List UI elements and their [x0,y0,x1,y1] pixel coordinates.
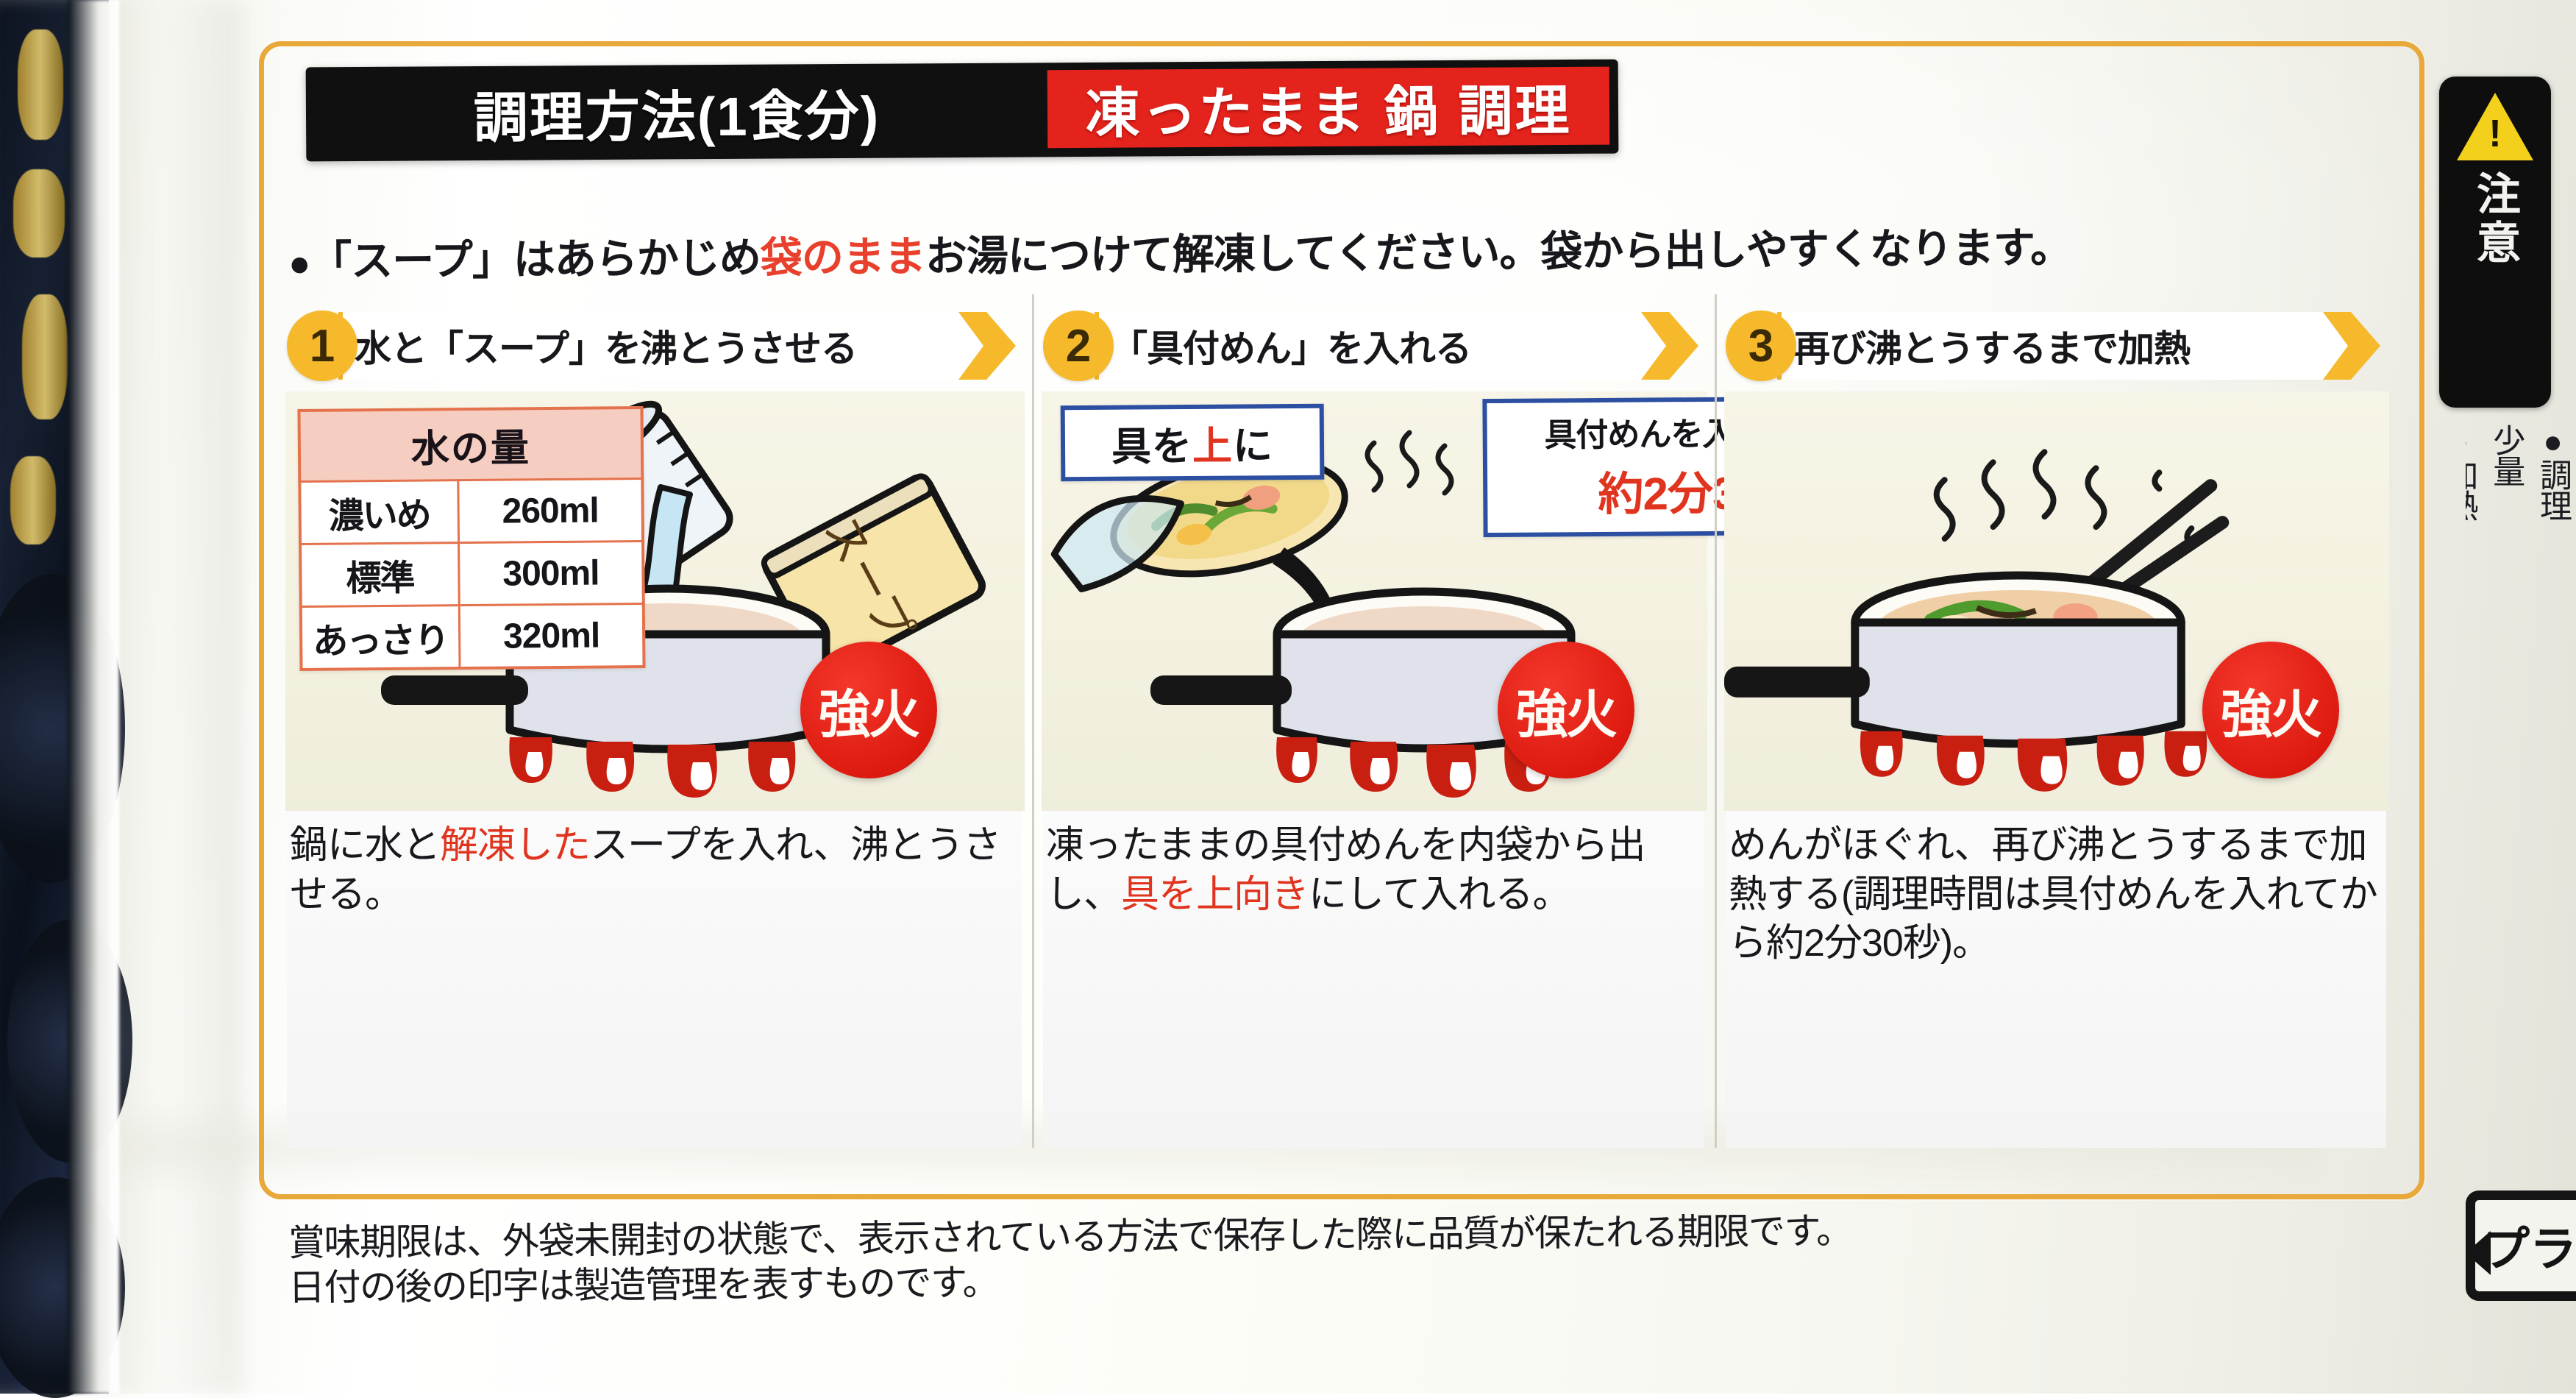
step-3-high-heat-badge: 強火 [2202,642,2339,778]
step-2-banner: 「具付めん」を入れる [1095,312,1698,380]
water-amount-table: 水の量 濃いめ 260ml 標準 300ml あっさり 320ml [297,405,646,672]
table-row: 標準 300ml [300,541,644,607]
instructions-title-bar: 調理方法(1食分) 凍ったまま 鍋 調理 [305,59,1619,162]
step-1-body-before: 鍋に水と [290,824,441,867]
warning-triangle-icon [2457,93,2533,160]
water-row-1-value: 300ml [458,541,644,606]
right-note-2: 少量 [2488,424,2525,486]
steps-container: 1 水と「スープ」を沸とうさせる [278,294,2397,1148]
step-2-body-after: にして入れる。 [1309,873,1570,916]
step-3-heading: 再び沸とうするまで加熱 [1782,312,2348,380]
note-gu-after: に [1232,424,1274,469]
step-1-header: 1 水と「スープ」を沸とうさせる [287,308,1016,384]
step-3-header: 3 再び沸とうするまで加熱 [1726,308,2380,384]
plastic-recycle-icon: プラ [2466,1191,2576,1301]
caution-label: 注意 [2470,171,2520,268]
water-row-0-value: 260ml [458,478,644,543]
step-2-high-heat-badge: 強火 [1498,642,1634,778]
step-1: 1 水と「スープ」を沸とうさせる [278,294,1032,1148]
water-row-2-label: あっさり [300,605,460,670]
bullet-icon: ● [288,242,310,284]
subtitle-before: 「スープ」はあらかじめ [310,234,761,285]
note-gu-highlight: 上 [1192,424,1234,469]
cooking-instructions-panel [259,41,2424,1199]
subtitle-after: お湯につけて解凍してください。袋から出しやすくなります。 [925,224,2072,281]
step-2-heading: 「具付めん」を入れる [1099,312,1666,380]
water-row-0-label: 濃いめ [299,480,459,544]
right-note-3: ●加熱 [2466,424,2477,520]
table-row: 濃いめ 260ml [299,478,644,544]
subtitle-highlight: 袋のまま [760,233,926,282]
water-table-header-row: 水の量 [299,407,643,482]
step-3-drawing [1724,449,2230,792]
step-2-description: 凍ったままの具付めんを内袋から出し、具を上向きにして入れる。 [1043,811,1704,1148]
recycle-label: プラ [2483,1223,2576,1276]
expiry-footer: 賞味期限は、外袋未開封の状態で、表示されている方法で保存した際に品質が保たれる期… [288,1210,2407,1309]
step-3-number: 3 [1726,311,1796,381]
step-3-body-before: めんがほぐれ、再び沸とうするまで加熱する(調理時間は具付めんを入れてから約2分3… [1729,824,2378,965]
step-3-description: めんがほぐれ、再び沸とうするまで加熱する(調理時間は具付めんを入れてから約2分3… [1726,811,2386,1148]
right-note-1: ●調理 [2535,424,2571,520]
step-2-number: 2 [1043,311,1114,381]
step-2-body-highlight: 具を上向き [1121,873,1309,916]
water-row-1-label: 標準 [300,542,460,607]
note-gu-before: 具を [1111,425,1193,469]
step-1-heading: 水と「スープ」を沸とうさせる [343,312,983,380]
package-left-fold-highlight [68,0,119,1394]
table-row: あっさり 320ml [300,603,644,670]
title-method-label: 調理方法(1食分) [473,85,880,149]
step-1-body-after: スープを入れ、沸とうさせる。 [290,824,1001,916]
step-1-high-heat-badge: 強火 [800,642,937,778]
step-2-header: 2 「具付めん」を入れる [1043,308,1698,384]
step-1-body-highlight: 解凍した [440,824,591,867]
step-3-banner: 再び沸とうするまで加熱 [1777,312,2380,380]
topping-up-note: 具を上に [1060,403,1325,482]
step-2: 2 「具付めん」を入れる [1032,294,1922,1148]
step-1-number: 1 [287,311,357,381]
recycle-arrow-icon [2475,1231,2491,1275]
step-1-description: 鍋に水と解凍したスープを入れ、沸とうさせる。 [287,811,1022,1148]
caution-badge: 注意 [2439,77,2551,408]
title-frozen-pot-label: 凍ったまま 鍋 調理 [1047,66,1610,149]
step-3-illustration: 強火 [1724,391,2389,811]
water-table-header: 水の量 [299,407,643,482]
step-3: 3 再び沸とうするまで加熱 [1715,294,2397,1148]
step-2-illustration: 具を上に 具付めんを入れてから 約2分30秒 強火 [1042,391,1922,811]
step-1-banner: 水と「スープ」を沸とうさせる [338,312,1016,380]
water-row-2-value: 320ml [459,603,644,669]
step-1-illustration: スープ [285,391,1025,811]
right-side-notes: ●調理 少量 ●加熱 〈お願 すと、 再凍 ●黒 が は [2466,424,2576,983]
step-2-body-before: 凍ったままの具付めんを内袋から出し、 [1046,824,1645,916]
